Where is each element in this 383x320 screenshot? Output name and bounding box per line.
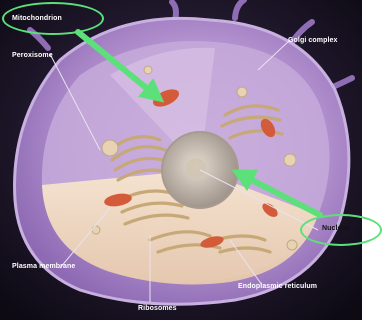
label-mitochondrion: Mitochondrion xyxy=(12,15,62,22)
label-ribosomes: Ribosomes xyxy=(138,305,177,312)
label-endoplasmic-reticulum: Endoplasmic reticulum xyxy=(238,283,317,290)
label-peroxisome: Peroxisome xyxy=(12,52,53,59)
nucleolus xyxy=(186,158,206,178)
label-plasma-membrane: Plasma membrane xyxy=(12,263,75,270)
label-golgi-complex: Golgi complex xyxy=(288,37,338,44)
label-nucleus: Nucleus xyxy=(322,225,350,232)
